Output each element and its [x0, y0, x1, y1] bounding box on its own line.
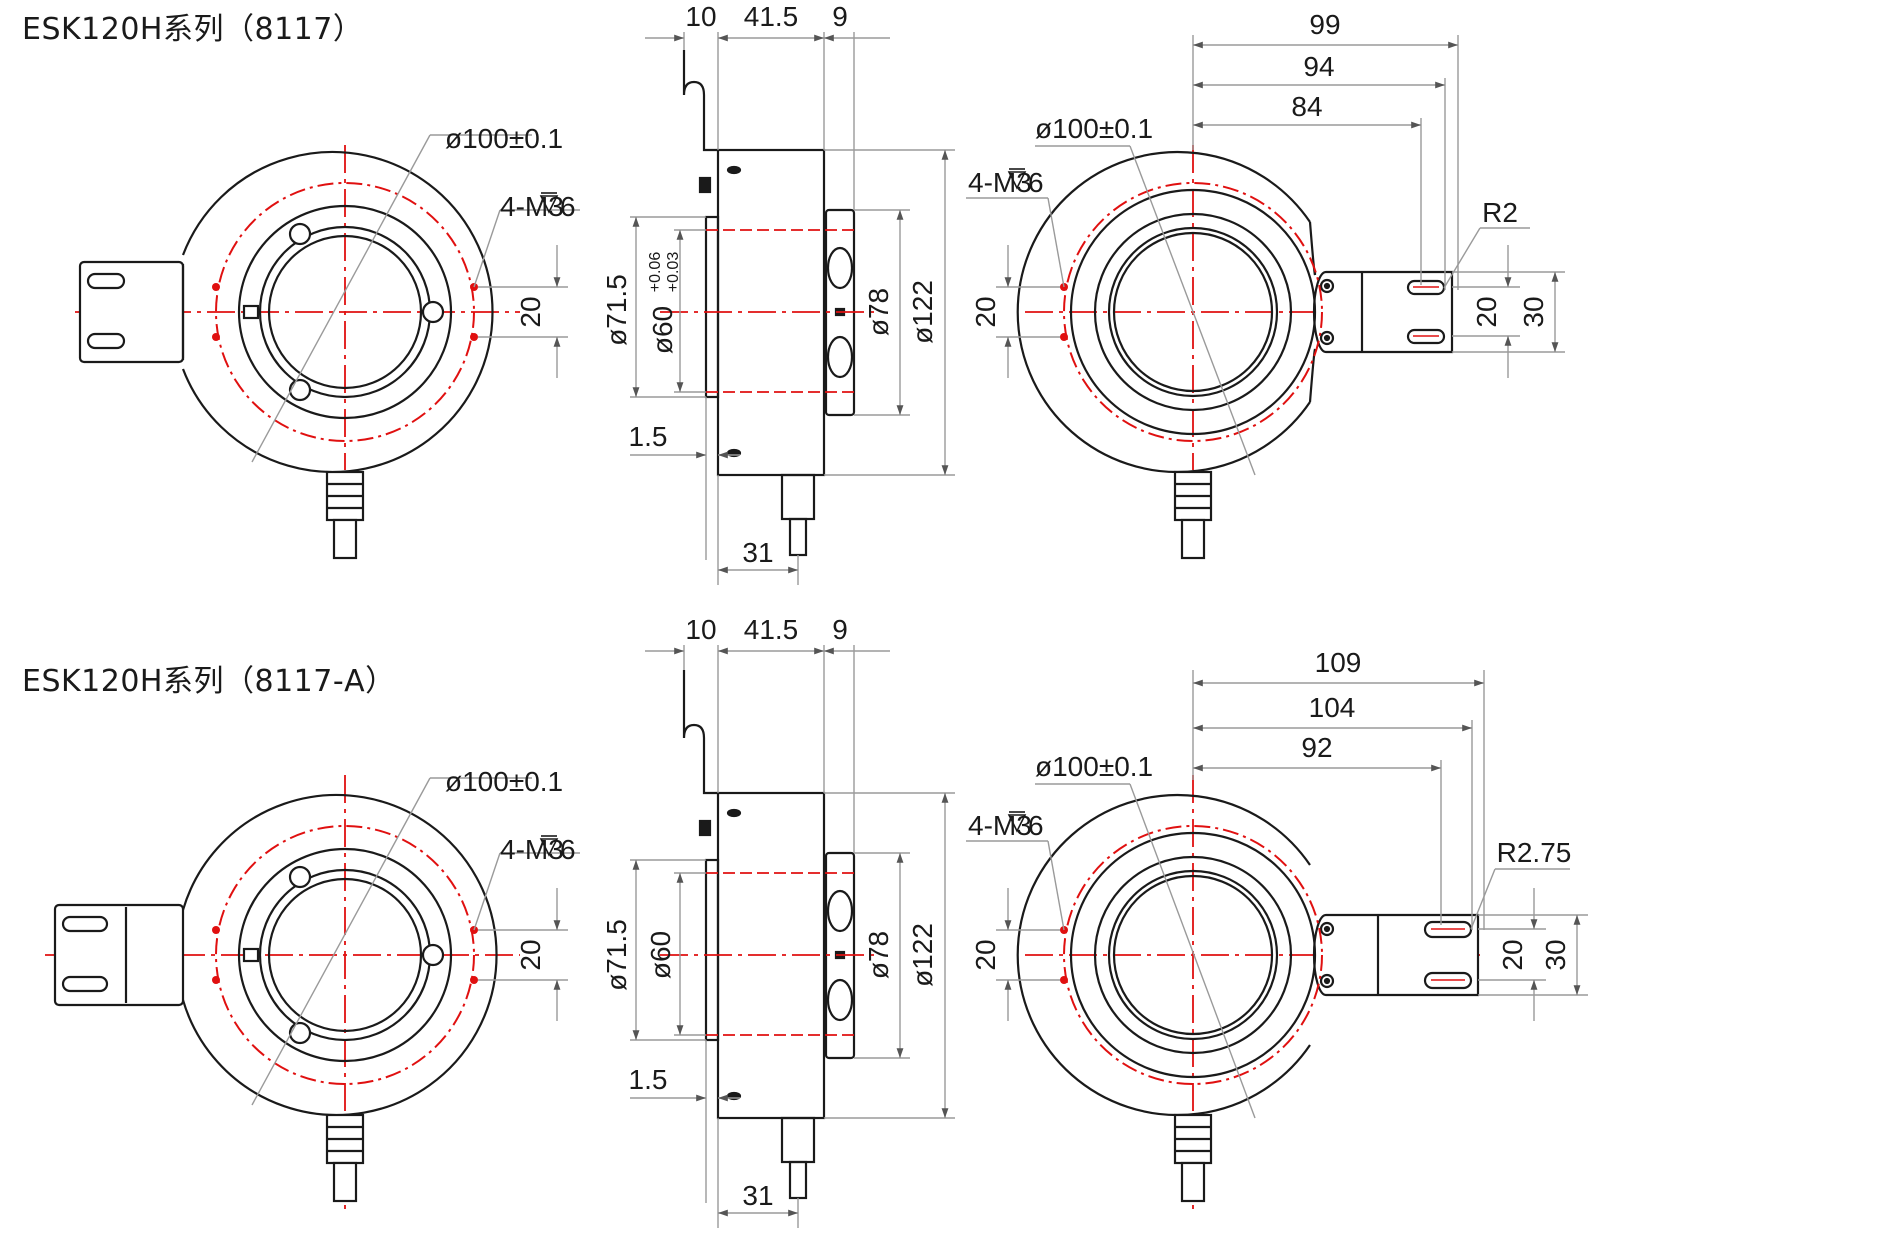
dim-ring: ø78 — [863, 931, 894, 979]
drawing-title: ESK120H系列（8117-A） — [22, 664, 396, 699]
dim-body: ø122 — [907, 280, 938, 344]
dim-shaft: ø60 — [645, 931, 676, 979]
dim-bracket-width: 30 — [1540, 939, 1571, 970]
set-8117 — [75, 32, 1565, 585]
dim-body: ø122 — [907, 923, 938, 987]
dim-radius: R2.75 — [1497, 837, 1572, 868]
dim-hole-spacing: 20 — [515, 296, 546, 327]
dim-top-2: 41.5 — [744, 614, 799, 645]
dim-cable-offset: 31 — [742, 537, 773, 568]
dim-len-total: 99 — [1309, 9, 1340, 40]
side-view — [630, 645, 955, 1228]
dim-tol-upper: +0.06 — [647, 252, 664, 293]
dim-cable-offset: 31 — [742, 1180, 773, 1211]
dim-hole-spacing: 20 — [970, 939, 1001, 970]
side-view — [630, 32, 955, 585]
front-view — [45, 775, 580, 1210]
set-8117-A — [45, 645, 1588, 1228]
dim-holes-depth: 6 — [560, 834, 576, 865]
dim-flange: 1.5 — [629, 421, 668, 452]
dim-top-3: 9 — [832, 1, 848, 32]
dim-len-short: 84 — [1291, 91, 1322, 122]
dim-flange: 1.5 — [629, 1064, 668, 1095]
dim-hole-spacing: 20 — [515, 939, 546, 970]
depth-symbols — [539, 168, 1027, 857]
dim-len-mid: 104 — [1309, 692, 1356, 723]
dim-slot-spacing: 20 — [1471, 296, 1502, 327]
dim-holes-depth: 6 — [560, 191, 576, 222]
dim-pcd: ø100±0.1 — [1035, 113, 1153, 144]
dim-ring: ø78 — [863, 288, 894, 336]
dim-holes-depth: 6 — [1028, 167, 1044, 198]
dim-len-mid: 94 — [1303, 51, 1334, 82]
dim-hole-spacing: 20 — [970, 296, 1001, 327]
dim-len-total: 109 — [1315, 647, 1362, 678]
dim-pcd: ø100±0.1 — [1035, 751, 1153, 782]
dim-top-1: 10 — [685, 1, 716, 32]
dim-pcd: ø100±0.1 — [445, 123, 563, 154]
dim-radius: R2 — [1482, 197, 1518, 228]
dim-bracket-width: 30 — [1518, 296, 1549, 327]
dim-outer: ø71.5 — [601, 274, 632, 346]
dim-len-short: 92 — [1301, 732, 1332, 763]
dim-outer: ø71.5 — [601, 919, 632, 991]
dim-slot-spacing: 20 — [1497, 939, 1528, 970]
dim-top-1: 10 — [685, 614, 716, 645]
dimension-labels: ø100±0.1 4-M3 6 20 10 41.5 9 ø71.5 ø60 +… — [445, 1, 1571, 1211]
dim-tol-lower: +0.03 — [665, 252, 682, 293]
dim-pcd: ø100±0.1 — [445, 766, 563, 797]
rear-view — [966, 35, 1565, 560]
front-view — [75, 134, 580, 560]
dim-holes-depth: 6 — [1028, 810, 1044, 841]
drawing-title: ESK120H系列（8117） — [22, 12, 364, 47]
rear-view — [966, 670, 1588, 1210]
dim-top-2: 41.5 — [744, 1, 799, 32]
dim-shaft: ø60 — [647, 306, 678, 354]
dim-top-3: 9 — [832, 614, 848, 645]
